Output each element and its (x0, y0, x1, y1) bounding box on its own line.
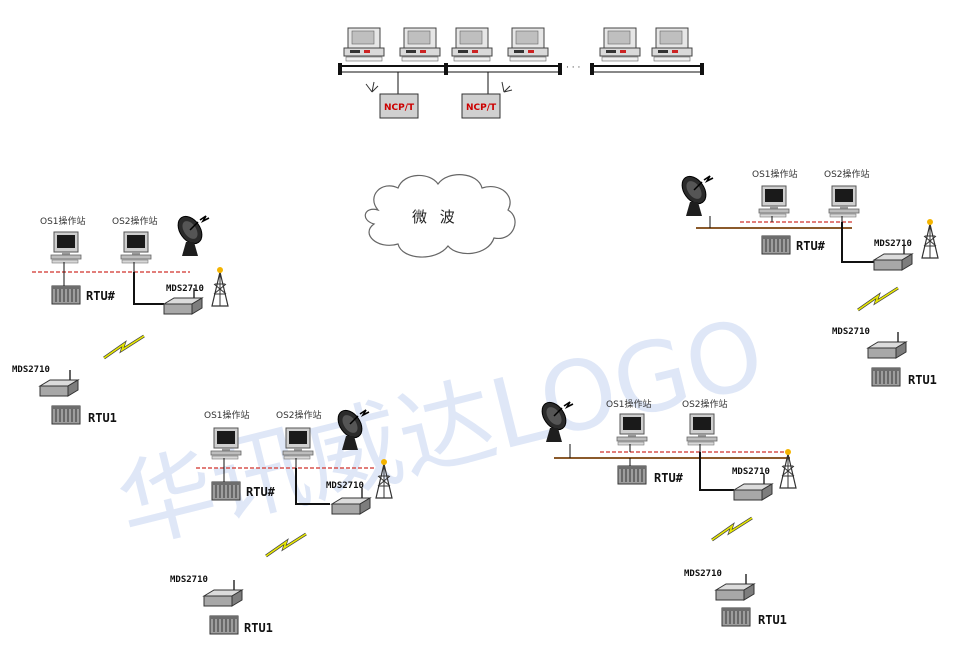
antenna-icon (365, 81, 379, 93)
mds-label: MDS2710 (832, 327, 870, 337)
rtu-label: RTU1 (88, 411, 117, 425)
mds-modem-icon (867, 331, 907, 359)
os2-label: OS2操作站 (824, 168, 870, 180)
workstation-icon (399, 27, 441, 62)
lightning-bolt-icon (264, 532, 308, 558)
workstation-icon (599, 27, 641, 62)
os1-label: OS1操作站 (606, 398, 652, 410)
desktop-computer-icon (686, 413, 718, 446)
radio-tower-icon (211, 266, 229, 307)
lightning-bolt-icon (102, 334, 146, 360)
mds-label: MDS2710 (874, 239, 912, 249)
radio-tower-icon (779, 448, 797, 489)
desktop-computer-icon (50, 231, 82, 264)
radio-tower-icon (921, 218, 939, 259)
rtu-label: RTU1 (244, 621, 273, 635)
station-center-lower: OS1操作站 OS2操作站 RTU# MDS2710 MDS2710 RTU1 (170, 405, 393, 635)
desktop-computer-icon (616, 413, 648, 446)
station-right-upper: OS1操作站 OS2操作站 RTU# MDS2710 MDS2710 RTU1 (676, 168, 939, 387)
antenna-icon (501, 81, 513, 93)
mds-modem-icon (203, 579, 243, 607)
os2-label: OS2操作站 (112, 215, 158, 227)
os1-label: OS1操作站 (752, 168, 798, 180)
lightning-bolt-icon (856, 286, 900, 312)
os2-label: OS2操作站 (682, 398, 728, 410)
mds-label: MDS2710 (684, 569, 722, 579)
rtu-rack-icon (761, 235, 791, 255)
mds-label: MDS2710 (166, 284, 204, 294)
desktop-computer-icon (828, 185, 860, 218)
satellite-dish-icon (676, 171, 714, 217)
rtu-label: RTU# (246, 485, 276, 499)
os2-label: OS2操作站 (276, 409, 322, 421)
os1-label: OS1操作站 (40, 215, 86, 227)
rtu-rack-icon (211, 481, 241, 501)
rtu-label: RTU1 (758, 613, 787, 627)
cloud-icon: 微 波 (364, 174, 516, 258)
mds-label: MDS2710 (170, 575, 208, 585)
workstation-icon (451, 27, 493, 62)
os1-label: OS1操作站 (204, 409, 250, 421)
rtu-rack-icon (617, 465, 647, 485)
mds-label: MDS2710 (732, 467, 770, 477)
rtu-rack-icon (871, 367, 901, 387)
top-network: · · · NCP/T NCP/T (338, 27, 704, 119)
satellite-dish-icon (172, 211, 210, 257)
workstation-icon (651, 27, 693, 62)
station-left-upper: OS1操作站 OS2操作站 RTU# MDS2710 MDS2710 RTU1 (12, 211, 229, 425)
desktop-computer-icon (758, 185, 790, 218)
station-right-lower: OS1操作站 OS2操作站 RTU# MDS2710 MDS2710 RTU1 (536, 397, 797, 627)
cloud-label: 微 波 (412, 208, 459, 226)
mds-label: MDS2710 (326, 481, 364, 491)
ncp-label: NCP/T (384, 103, 415, 113)
workstation-icon (507, 27, 549, 62)
rtu-rack-icon (51, 285, 81, 305)
lightning-bolt-icon (710, 516, 754, 542)
mds-label: MDS2710 (12, 365, 50, 375)
watermark-text: 华讯威达LOGO (107, 296, 774, 564)
rtu-label: RTU# (86, 289, 116, 303)
top-network-dots: · · · (566, 63, 580, 73)
rtu-label: RTU# (654, 471, 684, 485)
rtu-rack-icon (209, 615, 239, 635)
desktop-computer-icon (120, 231, 152, 264)
workstation-icon (343, 27, 385, 62)
desktop-computer-icon (282, 427, 314, 460)
rtu-rack-icon (51, 405, 81, 425)
desktop-computer-icon (210, 427, 242, 460)
rtu-label: RTU# (796, 239, 826, 253)
rtu-rack-icon (721, 607, 751, 627)
mds-modem-icon (733, 473, 773, 501)
rtu-label: RTU1 (908, 373, 937, 387)
ncp-label: NCP/T (466, 103, 497, 113)
